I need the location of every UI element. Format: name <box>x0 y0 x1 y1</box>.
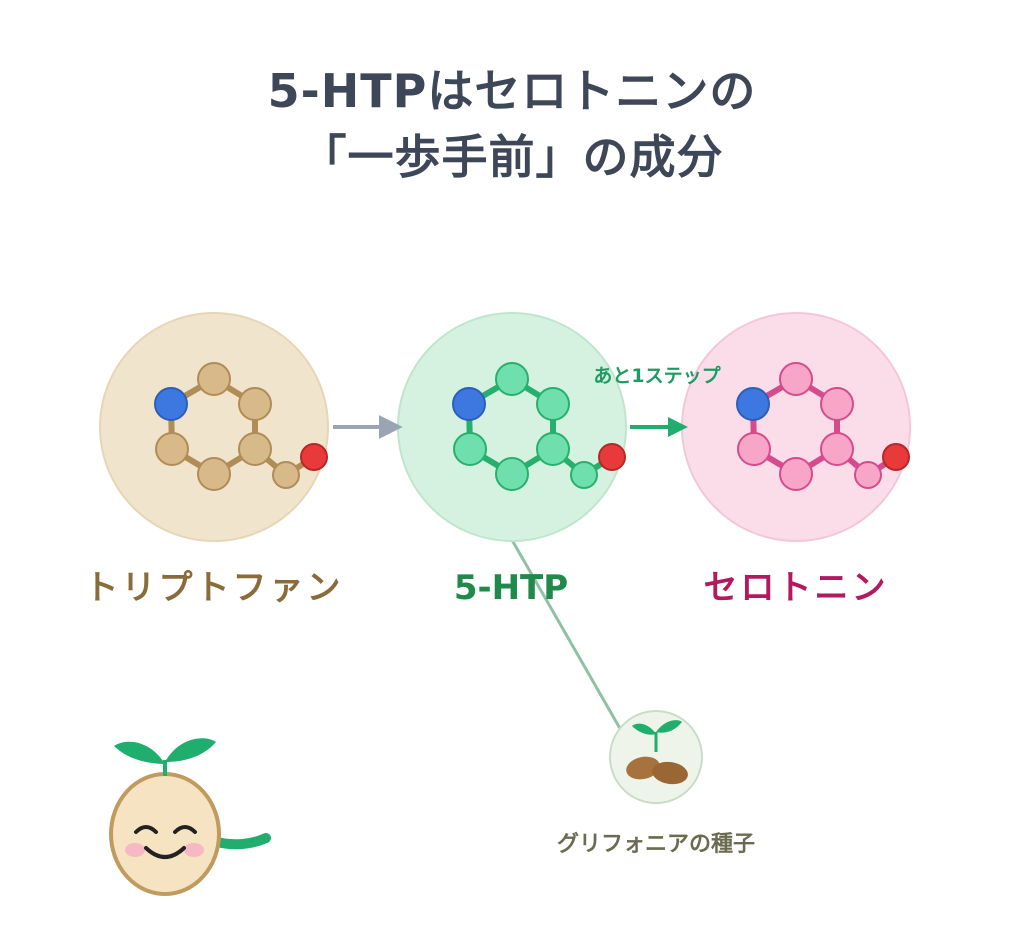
molecule-background-circle <box>99 312 329 542</box>
label-tryptophan: トリプトファン <box>85 568 344 608</box>
carbon-atom <box>737 432 771 466</box>
molecule-serotonin <box>681 312 911 542</box>
carbon-atom <box>820 387 854 421</box>
molecule-tryptophan <box>99 312 329 542</box>
carbon-atom <box>495 457 529 491</box>
seed-connector-line <box>510 539 624 733</box>
carbon-atom <box>155 432 189 466</box>
label-5htp: 5-HTP <box>454 568 568 608</box>
title-line-1: 5-HTPはセロトニンの <box>267 64 757 118</box>
nitrogen-atom <box>736 387 770 421</box>
label-serotonin: セロトニン <box>704 568 889 608</box>
carbon-atom <box>779 362 813 396</box>
nitrogen-atom <box>154 387 188 421</box>
side-chain-atom <box>854 461 882 489</box>
page-title: 5-HTPはセロトニンの 「一歩手前」の成分 <box>0 58 1024 190</box>
carbon-atom <box>238 387 272 421</box>
carbon-atom <box>238 432 272 466</box>
side-chain-atom <box>570 461 598 489</box>
molecule-background-circle <box>397 312 627 542</box>
oxygen-atom <box>598 443 626 471</box>
carbon-atom <box>536 432 570 466</box>
carbon-atom <box>197 457 231 491</box>
seed-label: グリフォニアの種子 <box>557 831 755 857</box>
oxygen-atom <box>882 443 910 471</box>
carbon-atom <box>779 457 813 491</box>
oxygen-atom <box>300 443 328 471</box>
molecule-5htp <box>397 312 627 542</box>
nitrogen-atom <box>452 387 486 421</box>
side-chain-atom <box>272 461 300 489</box>
title-line-2: 「一歩手前」の成分 <box>300 130 724 184</box>
molecule-background-circle <box>681 312 911 542</box>
smiling-seed-mascot-icon <box>109 738 271 896</box>
carbon-atom <box>197 362 231 396</box>
carbon-atom <box>453 432 487 466</box>
carbon-atom <box>536 387 570 421</box>
carbon-atom <box>820 432 854 466</box>
sprout-seeds-icon <box>609 710 703 804</box>
carbon-atom <box>495 362 529 396</box>
one-step-label: あと1ステップ <box>593 364 721 387</box>
